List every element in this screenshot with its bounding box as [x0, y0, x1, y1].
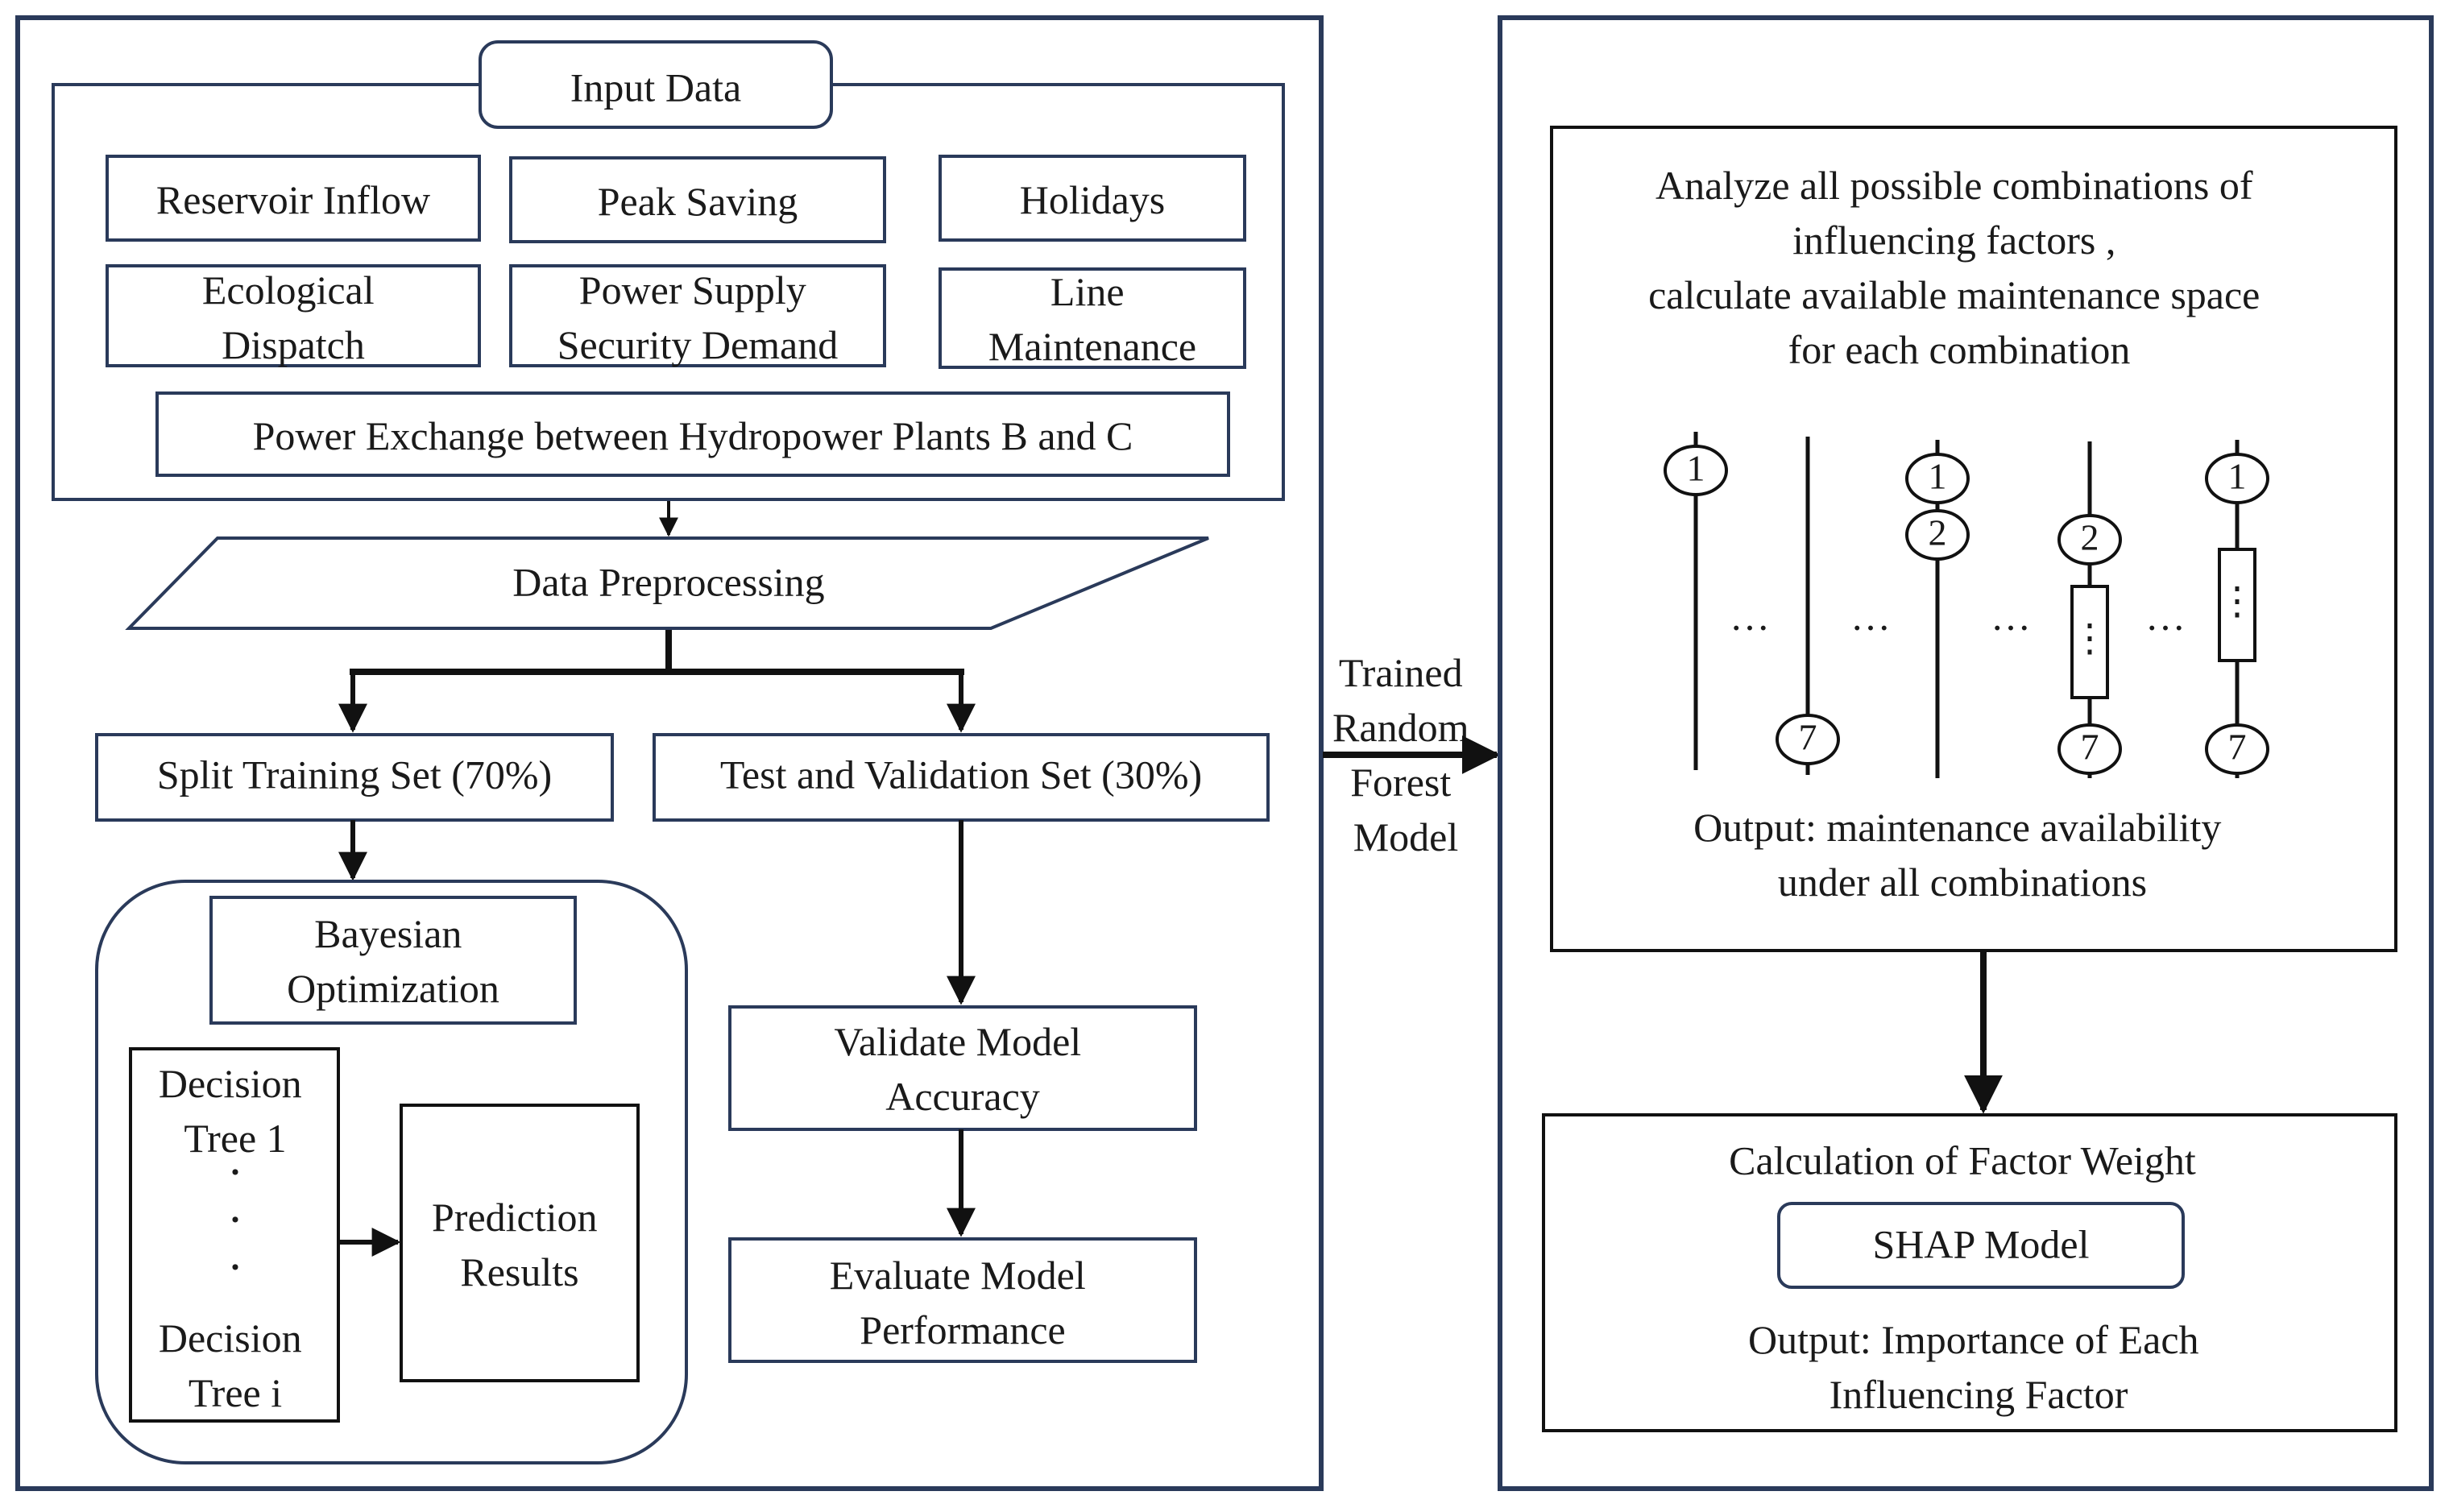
bayesian-box	[209, 896, 577, 1025]
holidays-label: Holidays	[1020, 177, 1166, 222]
node-2	[1905, 509, 1970, 561]
reservoir-inflow-box	[106, 155, 481, 242]
combination-line-2: 7	[1776, 437, 1840, 775]
evaluate-box	[728, 1237, 1197, 1363]
svg-text:7: 7	[2081, 727, 2099, 768]
random-forest-group	[95, 880, 688, 1464]
factor-weight-box	[1542, 1113, 2397, 1432]
vdots-box	[2070, 585, 2109, 699]
node-1	[1664, 445, 1728, 496]
ellipsis-4: …	[2145, 594, 2186, 639]
node-7	[2205, 723, 2269, 775]
importance-output-label: Output: Importance of Each Influencing F…	[1748, 1317, 2209, 1417]
tree-dot-1: ·	[227, 1145, 243, 1199]
prediction-label: Prediction Results	[432, 1195, 607, 1295]
node-7	[2057, 723, 2122, 775]
input-data-title-box	[479, 40, 833, 129]
holidays-box	[939, 155, 1246, 242]
split-training-label: Split Training Set (70%)	[157, 752, 552, 797]
evaluate-label: Evaluate Model Performance	[830, 1253, 1096, 1353]
factor-weight-title: Calculation of Factor Weight	[1729, 1137, 2196, 1183]
input-data-title: Input Data	[570, 64, 741, 110]
prediction-box	[400, 1104, 640, 1382]
bayesian-label: Bayesian Optimization	[287, 911, 499, 1011]
validate-label: Validate Model Accuracy	[834, 1019, 1091, 1119]
ellipsis-1: …	[1730, 594, 1770, 639]
combination-line-4: 2 ⋮ 7	[2057, 441, 2122, 778]
combo-output-label: Output: maintenance availability under a…	[1693, 805, 2231, 905]
vdots-box	[2218, 548, 2256, 662]
decision-trees-box	[129, 1047, 340, 1423]
preprocessing-parallelogram	[125, 536, 1209, 630]
combination-analysis-box	[1550, 126, 2397, 952]
combination-line-1: 1	[1664, 432, 1728, 770]
node-2	[2057, 514, 2122, 565]
line-maintenance-label: Line Maintenance	[988, 269, 1196, 369]
power-exchange-label: Power Exchange between Hydropower Plants…	[253, 413, 1133, 458]
ecological-dispatch-label: Ecological Dispatch	[202, 267, 384, 367]
peak-saving-box	[509, 156, 886, 243]
power-supply-label: Power Supply Security Demand	[557, 267, 839, 367]
svg-text:1: 1	[1687, 448, 1705, 489]
node-1	[1905, 453, 1970, 504]
peak-saving-label: Peak Saving	[598, 179, 798, 224]
node-1	[2205, 453, 2269, 504]
ellipsis-2: …	[1850, 594, 1891, 639]
left-panel-border	[15, 15, 1324, 1491]
test-validation-label: Test and Validation Set (30%)	[720, 752, 1202, 797]
tree-dot-3: ·	[227, 1241, 243, 1294]
reservoir-inflow-label: Reservoir Inflow	[156, 177, 430, 222]
svg-text:7: 7	[1799, 717, 1817, 758]
svg-text:2: 2	[1929, 512, 1947, 553]
svg-text:1: 1	[2228, 456, 2247, 497]
line-maintenance-box	[939, 267, 1246, 369]
decision-tree-last-label: Decision Tree i	[159, 1315, 312, 1415]
combination-line-5: 1 ⋮ 7	[2205, 440, 2269, 778]
decision-tree-first-label: Decision Tree 1	[159, 1061, 312, 1161]
svg-text:7: 7	[2228, 727, 2247, 768]
shap-model-box	[1777, 1202, 2185, 1289]
svg-text:1: 1	[1929, 456, 1947, 497]
right-panel-border	[1498, 15, 2434, 1491]
power-exchange-box	[155, 391, 1230, 477]
node-7	[1776, 714, 1840, 765]
ecological-dispatch-box	[106, 264, 481, 367]
power-supply-box	[509, 264, 886, 367]
tree-dot-2: ·	[227, 1193, 243, 1246]
combination-line-3: 1 2	[1905, 440, 1970, 778]
svg-text:2: 2	[2081, 517, 2099, 558]
svg-text:⋮: ⋮	[2070, 617, 2109, 660]
svg-text:⋮: ⋮	[2218, 580, 2256, 623]
shap-model-label: SHAP Model	[1872, 1221, 2089, 1266]
preprocessing-label: Data Preprocessing	[512, 559, 824, 604]
analysis-text: Analyze all possible combinations of inf…	[1648, 163, 2270, 372]
ellipsis-3: …	[1991, 594, 2031, 639]
connector-label: Trained Random Forest Model	[1332, 650, 1479, 860]
